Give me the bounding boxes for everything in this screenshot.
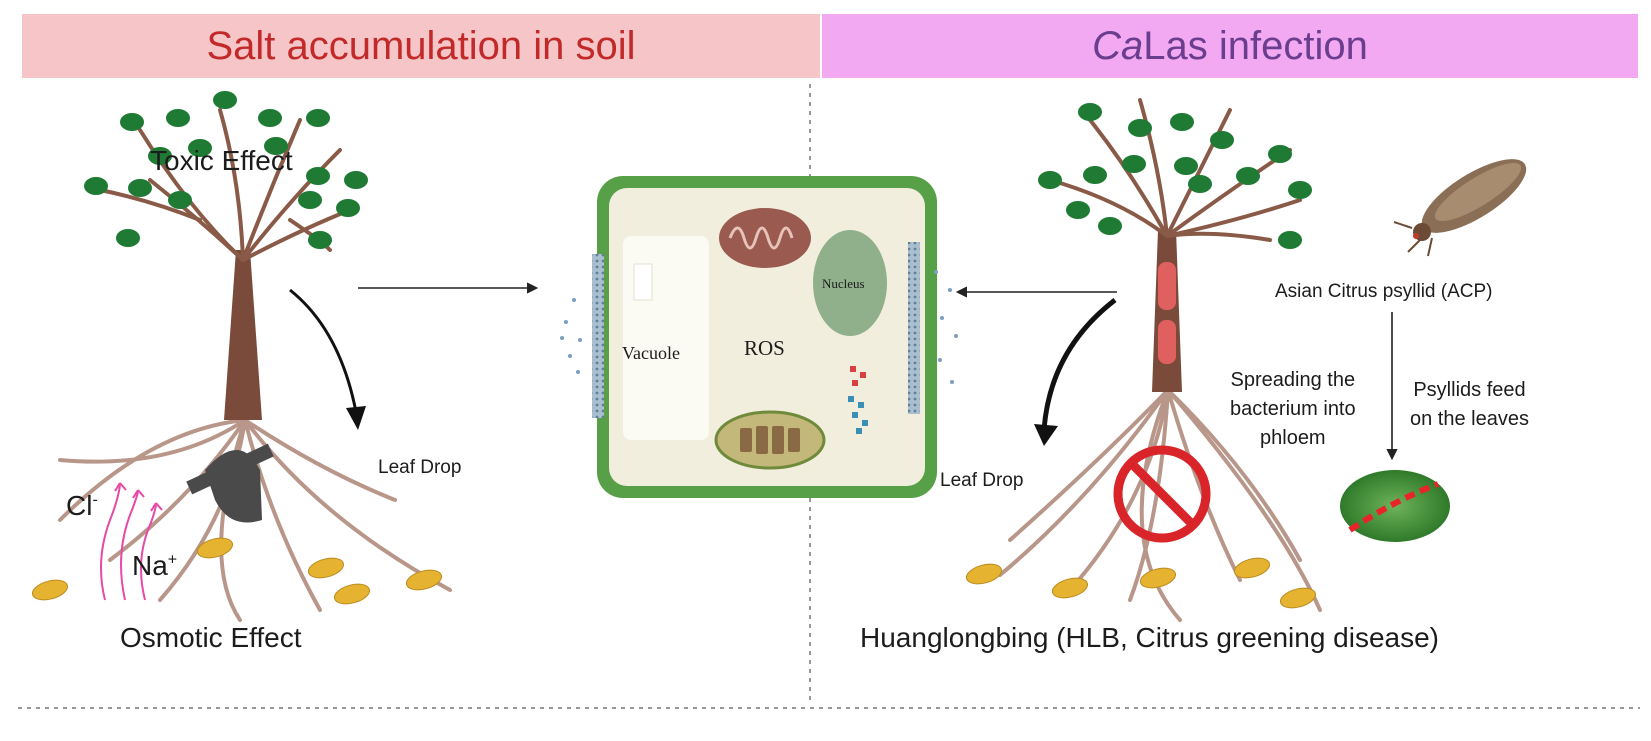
left-leaf-drop-arrowhead	[346, 406, 366, 430]
root-blocker-shape	[186, 443, 274, 523]
left-tree-leaves	[84, 91, 368, 249]
left-membrane-channel	[592, 254, 604, 418]
nucleus-label: Nucleus	[822, 276, 865, 291]
asian-citrus-psyllid-icon	[1393, 159, 1527, 257]
chloride-symbol: Cl	[66, 490, 93, 521]
sodium-symbol: Na	[132, 550, 168, 581]
vacuole-label: Vacuole	[622, 343, 680, 363]
feed-line-1: Psyllids feed	[1413, 379, 1526, 401]
psyllid-label: Asian Citrus psyllid (ACP)	[1275, 281, 1493, 302]
left-tree-illustration	[31, 91, 452, 622]
right-fallen-leaves	[965, 557, 1317, 609]
ion-uptake-arrows	[100, 482, 163, 601]
right-trunk	[1152, 230, 1182, 392]
spreading-line-1: Spreading the	[1230, 369, 1356, 391]
salt-accumulation-banner: Salt accumulation in soil	[22, 14, 820, 78]
salt-accumulation-title: Salt accumulation in soil	[206, 23, 636, 68]
spreading-line-2: bacterium into	[1230, 398, 1356, 420]
sodium-charge: +	[167, 551, 178, 569]
right-leaf-drop-arrow	[1041, 298, 1117, 431]
right-membrane-channel	[908, 242, 920, 414]
right-tree-illustration	[965, 98, 1322, 622]
sodium-ion-label: Na+	[132, 550, 177, 582]
membrane-particles	[560, 270, 958, 384]
spreading-line-3: phloem	[1260, 427, 1326, 449]
left-leaf-drop-arrow	[289, 288, 358, 413]
chloride-charge: -	[92, 491, 98, 509]
right-roots	[998, 388, 1322, 622]
ros-label: ROS	[744, 336, 785, 360]
mitochondrion-icon	[719, 208, 811, 268]
prohibited-sign-icon	[1113, 445, 1211, 543]
spreading-bacterium-label: Spreading the bacterium into phloem	[1230, 366, 1356, 453]
phloem-infection-lower	[1158, 320, 1176, 364]
right-tree-leaves	[1038, 103, 1312, 249]
feed-line-2: on the leaves	[1410, 408, 1529, 430]
right-leaf-drop-label: Leaf Drop	[940, 470, 1024, 491]
huanglongbing-label: Huanglongbing (HLB, Citrus greening dise…	[860, 622, 1440, 653]
left-trunk	[224, 250, 262, 420]
calas-italic-prefix: Ca	[1092, 23, 1144, 68]
calas-infection-title: CaLas infection	[1092, 24, 1368, 69]
chloride-ion-label: Cl-	[66, 490, 98, 522]
psyllids-feed-label: Psyllids feed on the leaves	[1410, 376, 1529, 434]
left-branches	[98, 108, 352, 262]
chloroplast-icon	[714, 410, 826, 470]
nucleus-shape	[813, 230, 887, 336]
toxic-effect-label: Toxic Effect	[150, 145, 293, 176]
left-leaf-drop-label: Leaf Drop	[378, 457, 462, 478]
right-leaf-drop-arrowhead	[1034, 424, 1058, 446]
calas-infection-banner: CaLas infection	[822, 14, 1638, 78]
osmotic-effect-label: Osmotic Effect	[120, 622, 302, 653]
vacuole-detail	[633, 263, 653, 301]
right-branches	[1048, 98, 1302, 242]
ros-molecules	[848, 366, 868, 434]
calas-title-rest: Las infection	[1143, 23, 1368, 68]
left-fallen-leaves	[31, 537, 443, 605]
plant-cell-illustration	[560, 176, 958, 498]
infected-leaf-icon	[1340, 470, 1450, 542]
phloem-infection-upper	[1158, 262, 1176, 310]
